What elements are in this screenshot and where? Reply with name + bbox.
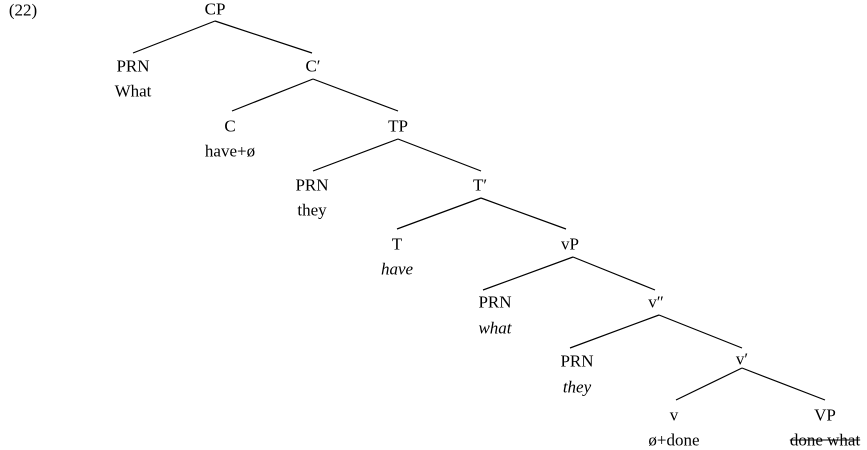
node-prn-word: they xyxy=(562,377,592,397)
node-prn-label: PRN xyxy=(478,292,512,312)
branch-vp-prn xyxy=(482,256,574,291)
node-t-word: have xyxy=(380,259,414,279)
node-vp-label: VP xyxy=(814,405,836,425)
branch-tbar-vp xyxy=(480,197,567,230)
branch-vbar-v xyxy=(675,367,743,401)
node-vp-small: vP xyxy=(561,234,579,254)
node-c-word: have+ø xyxy=(204,141,256,161)
node-c-label: C xyxy=(224,116,236,136)
node-v-label: v xyxy=(669,405,679,425)
branch-vp-vdbar xyxy=(572,256,656,291)
example-number: (22) xyxy=(8,0,38,20)
branch-vdbar-vbar xyxy=(658,314,743,349)
node-tbar: T′ xyxy=(472,175,488,195)
node-prn-word: What xyxy=(114,81,152,101)
node-v-word: ø+done xyxy=(648,430,700,450)
branch-cbar-c xyxy=(231,78,314,112)
node-t-label: T xyxy=(391,234,403,254)
node-prn-label: PRN xyxy=(560,351,594,371)
node-tp: TP xyxy=(388,116,408,136)
node-prn-word: they xyxy=(297,200,327,220)
node-v-double-bar: v″ xyxy=(648,292,664,312)
node-cbar: C′ xyxy=(305,56,321,76)
node-prn-word: what xyxy=(478,318,512,338)
branch-tp-tbar xyxy=(397,138,482,172)
branch-vdbar-prn xyxy=(569,314,660,349)
branch-cp-cbar xyxy=(214,20,313,54)
branch-tp-prn xyxy=(312,138,399,172)
branch-cp-prn xyxy=(132,20,216,54)
node-prn-label: PRN xyxy=(116,56,150,76)
branch-vbar-vp xyxy=(741,367,826,401)
node-vbar: v′ xyxy=(735,349,749,369)
branch-cbar-tp xyxy=(312,78,399,112)
node-cp: CP xyxy=(204,0,226,19)
node-vp-word-deleted: done what xyxy=(789,430,861,450)
node-prn-label: PRN xyxy=(295,175,329,195)
branch-tbar-t xyxy=(396,197,482,230)
